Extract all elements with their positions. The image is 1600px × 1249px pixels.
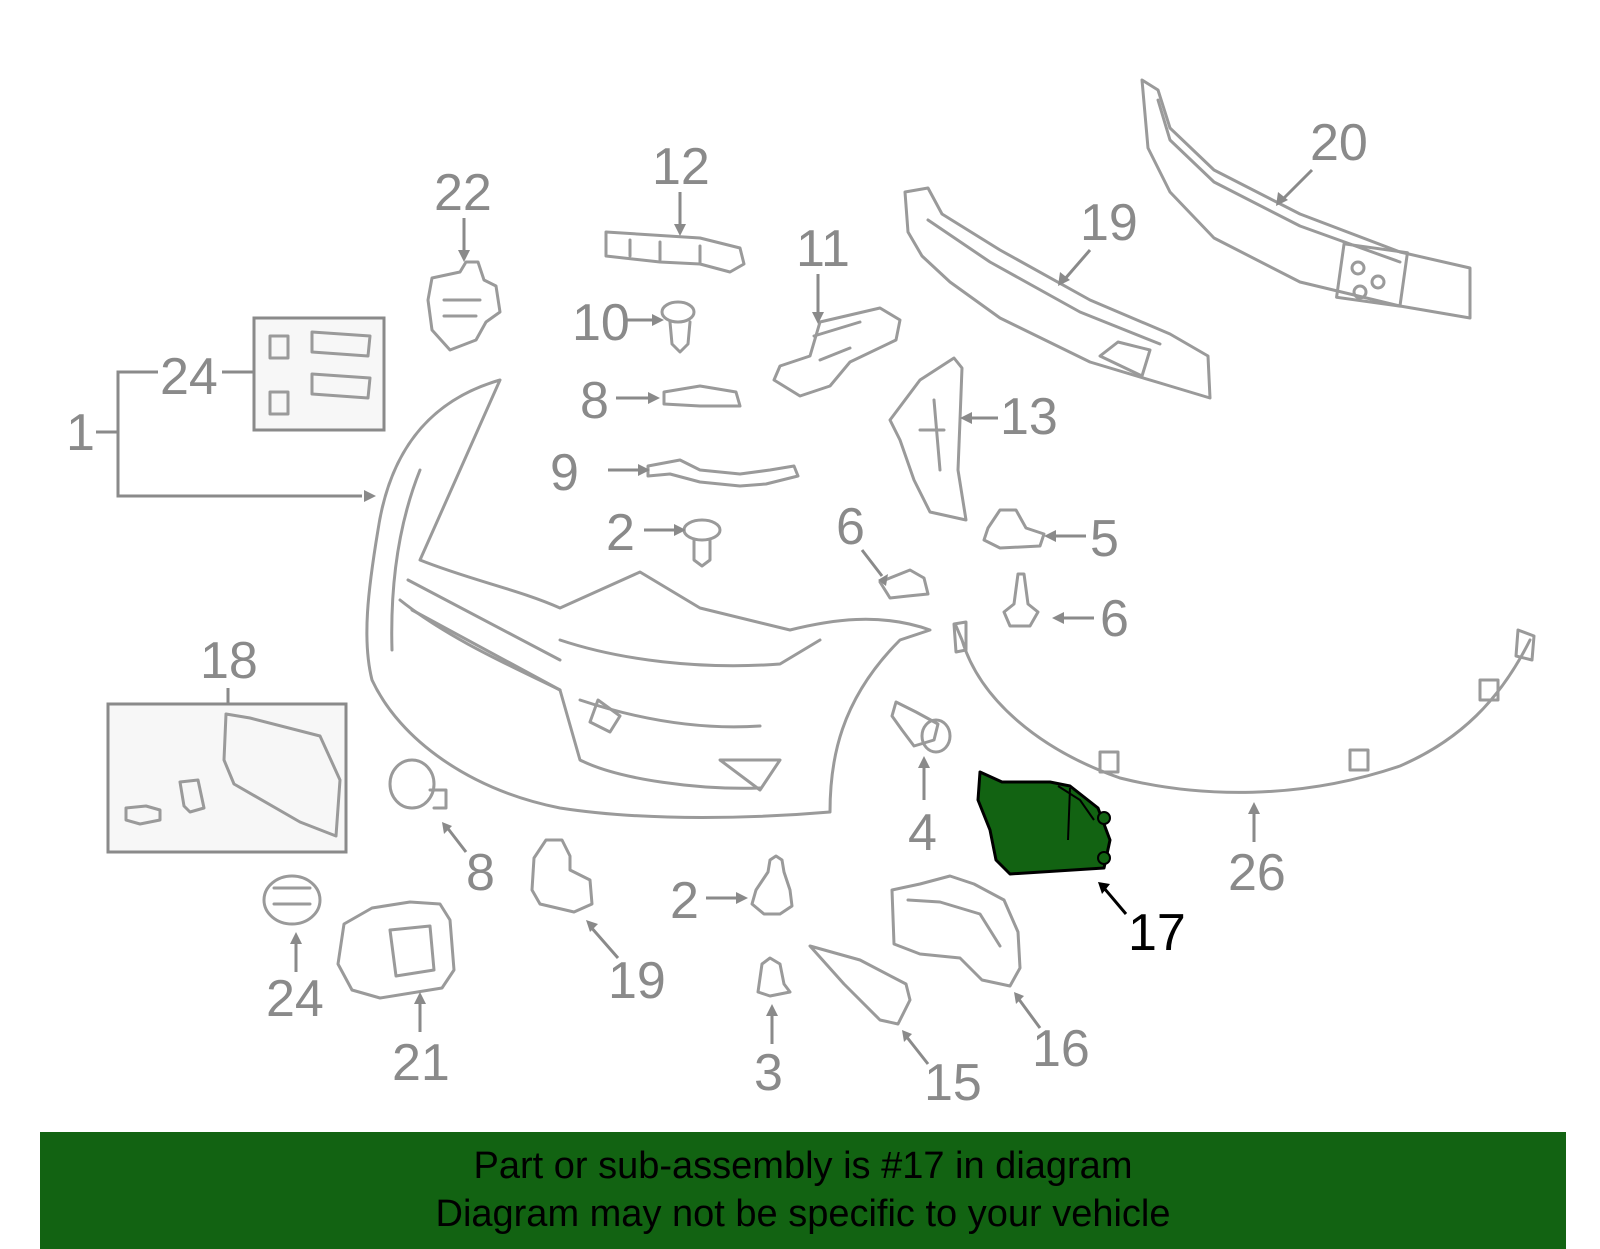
callout-11: 10: [572, 294, 664, 352]
callout-15: 15: [902, 1030, 982, 1112]
part-6-screw[interactable]: [1002, 572, 1040, 628]
part-17-highlighted[interactable]: [976, 770, 1112, 876]
callout-label-4: 4: [908, 804, 937, 862]
part-9-retainer[interactable]: [662, 384, 742, 408]
part-5-grommet[interactable]: [982, 508, 1046, 550]
part-2-clip-upper[interactable]: [682, 518, 722, 568]
callout-26: 26: [1228, 802, 1286, 902]
callout-label-15: 15: [924, 1054, 982, 1112]
part-22-sensor-bracket[interactable]: [336, 900, 456, 1000]
callout-label-20: 19: [1080, 194, 1138, 252]
part-21-reinforcement[interactable]: [1140, 78, 1472, 320]
callout-label-2-lower: 2: [670, 872, 699, 930]
part-25-clip-set[interactable]: [252, 316, 386, 432]
callout-label-14: 13: [1000, 388, 1058, 446]
callout-22: 21: [392, 992, 450, 1092]
part-12-bracket[interactable]: [772, 306, 902, 398]
callout-19: 19: [586, 920, 666, 1010]
part-26-wire-harness[interactable]: [952, 620, 1536, 794]
callout-17: 17: [1098, 882, 1186, 962]
part-4-plug[interactable]: [890, 700, 952, 754]
callout-label-21: 20: [1310, 114, 1368, 172]
callout-3: 3: [754, 1004, 783, 1102]
callout-label-23: 22: [434, 164, 492, 222]
callout-label-5: 5: [1090, 510, 1119, 568]
callout-label-10: 9: [550, 444, 579, 502]
part-20-absorber[interactable]: [903, 186, 1212, 400]
callout-4: 4: [908, 756, 937, 862]
part-1-bumper-cover[interactable]: [365, 378, 932, 819]
callout-2-upper: 2: [606, 504, 686, 562]
part-16-bracket[interactable]: [890, 874, 1022, 988]
part-3-nut[interactable]: [756, 956, 792, 998]
callout-25: 24: [160, 348, 254, 406]
callout-9: 8: [580, 372, 660, 430]
info-banner: Part or sub-assembly is #17 in diagram D…: [40, 1132, 1566, 1249]
callout-label-26: 26: [1228, 844, 1286, 902]
callout-18: 18: [200, 632, 258, 704]
callout-2-lower: 2: [670, 872, 748, 930]
callout-label-1: 1: [66, 404, 95, 462]
callout-21: 20: [1276, 114, 1368, 206]
callout-8: 8: [442, 822, 495, 902]
callout-20: 19: [1058, 194, 1138, 286]
banner-line-1: Part or sub-assembly is #17 in diagram: [473, 1145, 1133, 1187]
callout-label-9: 8: [580, 372, 609, 430]
part-19-sensor-holder[interactable]: [530, 838, 594, 914]
part-15-cover[interactable]: [808, 944, 912, 1026]
callout-label-19: 19: [608, 952, 666, 1010]
part-10-support[interactable]: [646, 458, 800, 488]
callout-16: 16: [1014, 992, 1090, 1078]
callout-label-8: 8: [466, 844, 495, 902]
callout-label-16: 16: [1032, 1020, 1090, 1078]
callout-10: 9: [550, 444, 650, 502]
callout-label-6: 6: [1100, 590, 1129, 648]
callout-12: 11: [796, 220, 850, 324]
callout-label-3: 3: [754, 1044, 783, 1102]
part-13-bracket[interactable]: [604, 230, 746, 274]
callout-label-24: 24: [266, 970, 324, 1028]
callout-label-12: 11: [796, 220, 850, 278]
callout-23: 22: [434, 164, 492, 262]
callout-label-11: 10: [572, 294, 630, 352]
part-7-bolt[interactable]: [878, 568, 930, 600]
callout-14: 13: [960, 388, 1058, 446]
callout-label-7: 6: [836, 498, 865, 556]
callout-label-17: 17: [1128, 904, 1186, 962]
callout-label-25: 24: [160, 348, 218, 406]
banner-line-2: Diagram may not be specific to your vehi…: [435, 1193, 1171, 1235]
callout-5: 5: [1044, 510, 1119, 568]
callout-label-22: 21: [392, 1034, 450, 1092]
callout-13: 12: [652, 138, 710, 236]
part-14-bracket[interactable]: [888, 356, 968, 522]
callout-7: 6: [836, 498, 888, 586]
callout-1: 1: [66, 370, 376, 502]
callout-label-18: 18: [200, 632, 258, 690]
callout-6: 6: [1052, 590, 1129, 648]
callout-label-2: 2: [606, 504, 635, 562]
part-18-license-bracket[interactable]: [106, 702, 348, 854]
part-2-clip-lower[interactable]: [750, 854, 794, 916]
part-23-sensor[interactable]: [426, 260, 502, 352]
callout-label-13: 12: [652, 138, 710, 196]
part-11-clip[interactable]: [660, 300, 696, 354]
callout-24: 24: [266, 932, 324, 1028]
part-24-holder[interactable]: [262, 874, 322, 926]
part-8-cover[interactable]: [388, 758, 448, 810]
